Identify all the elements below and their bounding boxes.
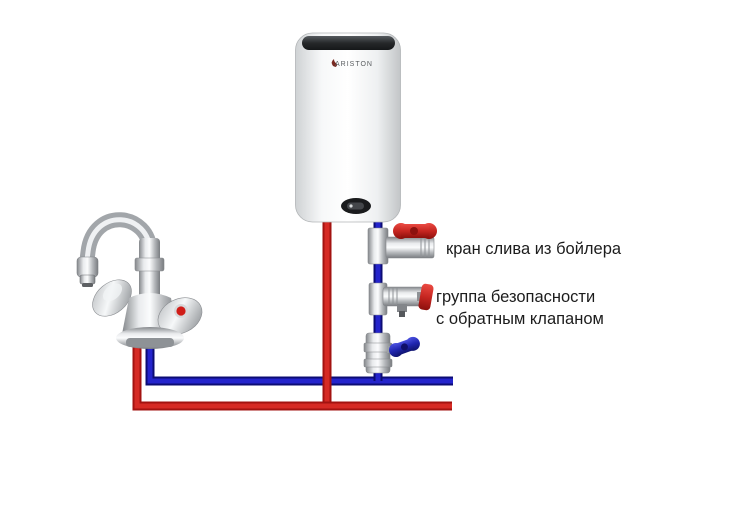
faucet-hot-indicator-dot: [176, 306, 186, 316]
label-drain-valve: кран слива из бойлера: [446, 240, 622, 258]
boiler-body: [295, 32, 401, 223]
faucet-aerator-end: [82, 283, 93, 287]
faucet-handle-left: [92, 279, 132, 317]
hot-water-pipe: [132, 220, 452, 411]
drain-valve-ribs: [420, 238, 430, 257]
label-safety-group: группа безопасности с обратным клапаном: [436, 286, 604, 330]
safety-group-valve: [368, 282, 434, 317]
drain-valve: [367, 223, 437, 265]
water-heater-boiler: ARISTON: [295, 32, 401, 223]
faucet-aerator-tip: [79, 274, 96, 285]
label-safety-group-line1: группа безопасности: [436, 288, 596, 306]
boiler-top-cap: [302, 36, 395, 50]
faucet-column-nut: [134, 257, 165, 272]
safety-group-lever: [418, 283, 434, 311]
faucet-base-flange: [126, 338, 174, 347]
drain-valve-tee: [367, 227, 389, 265]
cold-valve-nut-bottom: [363, 358, 393, 368]
cold-shutoff-valve: [363, 332, 420, 374]
safety-group-ribs: [388, 288, 398, 305]
drain-valve-body: [385, 236, 435, 259]
boiler-display-dot: [349, 204, 353, 208]
drain-valve-handle: [393, 223, 437, 239]
faucet-aerator: [76, 256, 99, 278]
faucet-column: [139, 238, 160, 310]
safety-group-drain-outlet: [397, 304, 407, 312]
boiler-brand: ARISTON: [335, 61, 373, 68]
safety-group-drain-tip: [399, 311, 405, 317]
label-safety-group-line2: с обратным клапаном: [436, 310, 604, 328]
faucet: [76, 212, 203, 349]
boiler-flame-icon: [331, 59, 338, 67]
cold-valve-handle: [389, 336, 420, 357]
boiler-display-slot: [347, 202, 364, 210]
